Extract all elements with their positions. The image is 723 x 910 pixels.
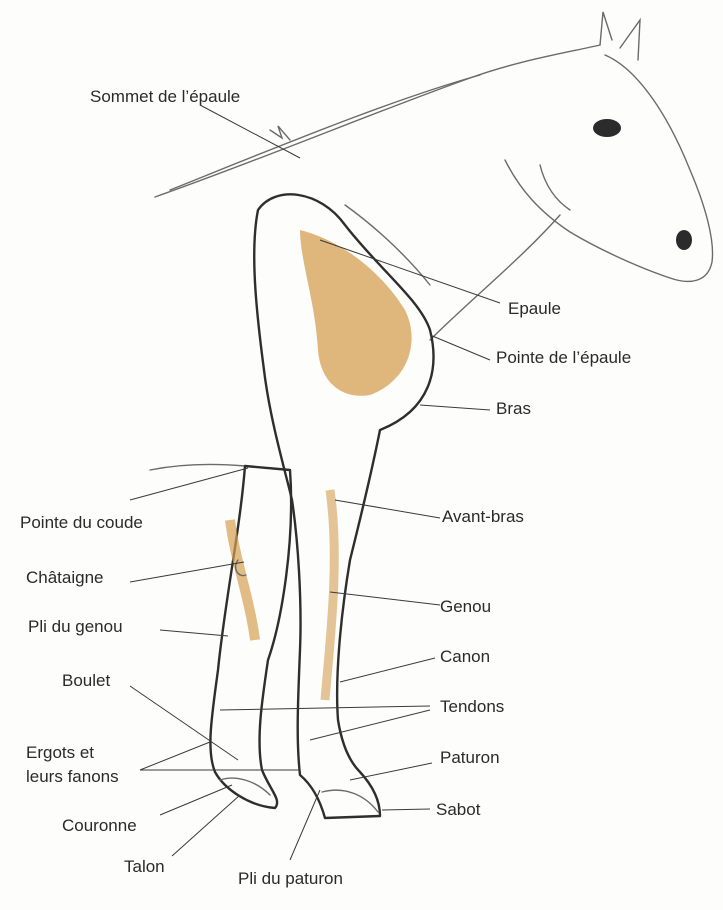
label-pointe-epaule: Pointe de l’épaule — [496, 347, 631, 368]
label-pointe-coude: Pointe du coude — [20, 512, 143, 533]
back-foreleg — [210, 466, 291, 808]
label-canon: Canon — [440, 646, 490, 667]
label-sabot: Sabot — [436, 799, 480, 820]
label-bras: Bras — [496, 398, 531, 419]
label-ergots-line2: leurs fanons — [26, 766, 119, 787]
horse-head-sketch — [150, 12, 713, 470]
label-chataigne: Châtaigne — [26, 567, 104, 588]
label-tendons: Tendons — [440, 696, 504, 717]
label-boulet: Boulet — [62, 670, 110, 691]
label-pli-paturon: Pli du paturon — [238, 868, 343, 889]
label-talon: Talon — [124, 856, 165, 877]
label-paturon: Paturon — [440, 747, 500, 768]
label-epaule: Epaule — [508, 298, 561, 319]
label-pli-genou: Pli du genou — [28, 616, 123, 637]
label-couronne: Couronne — [62, 815, 137, 836]
label-sommet-epaule: Sommet de l’épaule — [90, 86, 240, 107]
front-foreleg — [220, 194, 433, 818]
label-ergots-line1: Ergots et — [26, 742, 94, 763]
label-avant-bras: Avant-bras — [442, 506, 524, 527]
label-genou: Genou — [440, 596, 491, 617]
